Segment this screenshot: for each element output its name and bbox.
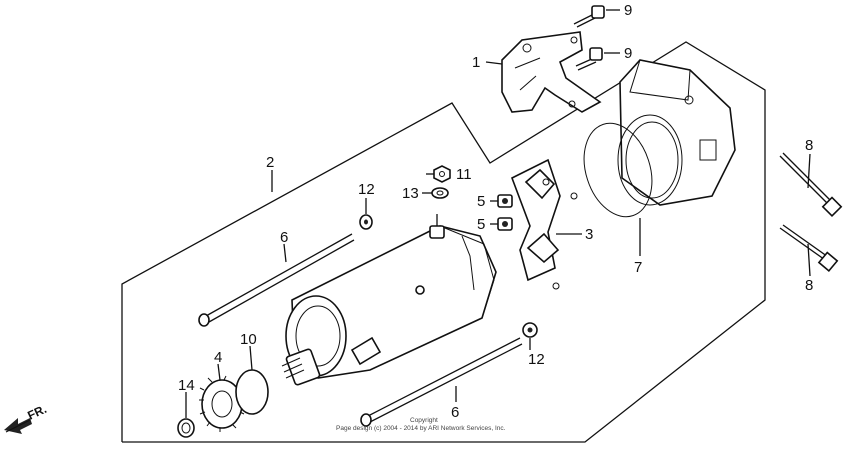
through-bolt-6-upper — [198, 233, 355, 327]
bolt-8-upper — [779, 152, 843, 218]
leader-lines — [185, 9, 811, 418]
o-ring-part — [583, 122, 653, 218]
nut-12-upper — [359, 214, 373, 230]
starter-motor-body — [281, 214, 497, 386]
callout-14: 14 — [178, 377, 195, 394]
callout-9b: 9 — [624, 45, 632, 62]
callout-9a: 9 — [624, 2, 632, 19]
copyright-line-2: Page design (c) 2004 - 2014 by ARI Netwo… — [336, 425, 506, 432]
callout-12a: 12 — [358, 181, 375, 198]
callout-7: 7 — [634, 259, 642, 276]
callout-5b: 5 — [477, 216, 485, 233]
housing-cover-part — [617, 59, 736, 206]
callout-10: 10 — [240, 331, 257, 348]
front-direction-arrow: FR. — [4, 402, 49, 434]
bolt-9-upper — [573, 5, 605, 28]
nut-11 — [433, 165, 451, 183]
callout-3: 3 — [585, 226, 593, 243]
callout-12b: 12 — [528, 351, 545, 368]
callout-6b: 6 — [451, 404, 459, 421]
bolt-9-lower — [575, 47, 603, 71]
brush-5-upper — [497, 194, 513, 208]
callout-8b: 8 — [805, 277, 813, 294]
brush-5-lower — [497, 217, 513, 231]
callout-4: 4 — [214, 349, 222, 366]
through-bolt-6-lower — [360, 337, 523, 427]
arrow-icon — [5, 419, 31, 433]
callout-1: 1 — [472, 54, 480, 71]
callout-8a: 8 — [805, 137, 813, 154]
bracket-part — [501, 31, 602, 113]
brush-holder-part — [510, 158, 578, 290]
callout-2: 2 — [266, 154, 274, 171]
callout-11: 11 — [456, 166, 472, 183]
bolt-8-lower — [779, 224, 839, 272]
callout-5a: 5 — [477, 193, 485, 210]
direction-label: FR. — [25, 402, 48, 423]
callout-13: 13 — [402, 185, 419, 202]
callout-6a: 6 — [280, 229, 288, 246]
copyright-line-1: Copyright — [410, 417, 438, 424]
washer-13 — [431, 187, 449, 199]
snap-ring-14-part — [177, 418, 195, 438]
assembly-outline — [121, 41, 766, 443]
nut-12-lower — [522, 322, 538, 338]
o-ring-10-part — [235, 369, 269, 415]
